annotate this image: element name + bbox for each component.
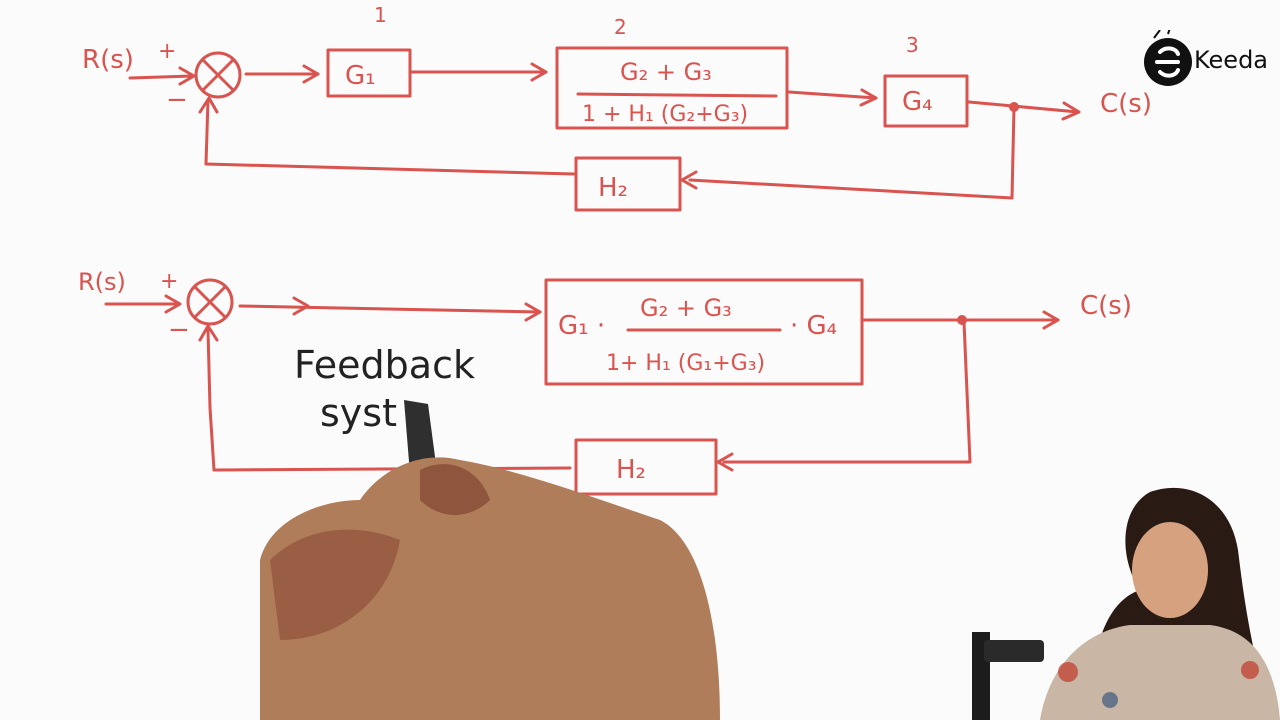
top-g4-block xyxy=(883,74,969,128)
top-feedback-arrowhead xyxy=(680,170,698,190)
handwritten-note: Feedback syst xyxy=(294,343,475,435)
presenter-illustration xyxy=(972,487,1280,720)
note-line-1: Feedback xyxy=(294,343,475,387)
top-h2-label: H₂ xyxy=(598,173,628,203)
top-block-number-1: 1 xyxy=(374,3,387,27)
top-plus-sign: + xyxy=(158,39,176,64)
ekeeda-logo-icon xyxy=(1144,27,1192,86)
hand-icon xyxy=(260,457,720,720)
bottom-denominator: 1+ H₁ (G₁+G₃) xyxy=(606,351,765,376)
bottom-forward-arrowhead-2 xyxy=(524,302,542,322)
top-arrowhead-g4 xyxy=(859,88,878,107)
bottom-forward-line xyxy=(238,304,542,314)
bottom-feedback-arrowhead xyxy=(716,452,734,472)
ekeeda-logo: Keeda xyxy=(1140,27,1272,92)
bottom-combined-block xyxy=(544,278,864,386)
top-g1-block xyxy=(326,48,412,98)
top-block2-fraction-bar xyxy=(576,92,778,98)
top-output-arrowhead xyxy=(1061,101,1081,121)
logo-text: Keeda xyxy=(1194,46,1269,74)
bottom-input-label: R(s) xyxy=(78,268,126,296)
bottom-lead-term: G₁ · xyxy=(558,311,605,341)
bottom-h2-label: H₂ xyxy=(616,455,646,485)
bottom-numerator: G₂ + G₃ xyxy=(640,294,732,322)
bottom-forward-arrowhead-1 xyxy=(292,296,310,316)
top-block-number-2: 2 xyxy=(614,15,627,39)
top-summing-junction xyxy=(194,51,242,99)
bottom-input-arrowhead xyxy=(164,294,182,314)
bottom-trail-term: · G₄ xyxy=(790,311,837,341)
top-output-line xyxy=(967,100,1080,114)
microphone-icon xyxy=(984,640,1044,662)
top-input-arrowhead xyxy=(178,66,196,86)
top-feedback-arrowhead-up xyxy=(198,96,219,114)
top-block2-denominator: 1 + H₁ (G₂+G₃) xyxy=(582,102,748,127)
top-input-line xyxy=(128,74,194,80)
top-block-number-3: 3 xyxy=(906,33,919,57)
bottom-diagram: R(s) + − G₁ · G₂ + G₃ 1+ H₁ (G₁+G₃) · G₄… xyxy=(78,268,1132,496)
top-diagram: R(s) + − 1 2 3 G₁ G₂ + G₃ 1 + H₁ (G₂+G₃)… xyxy=(82,3,1152,212)
bottom-summing-junction xyxy=(186,278,234,326)
bottom-minus-sign: − xyxy=(168,315,190,345)
top-feedback-line-left xyxy=(204,98,576,176)
top-feedback-line-right xyxy=(688,105,1016,200)
top-arrowhead-g1 xyxy=(302,64,320,84)
top-block2-numerator: G₂ + G₃ xyxy=(620,58,712,86)
note-line-2: syst xyxy=(320,391,397,435)
top-block2 xyxy=(555,46,789,130)
bottom-output-label: C(s) xyxy=(1080,291,1132,321)
hand-with-marker-illustration xyxy=(260,400,720,720)
bottom-feedback-line-right xyxy=(722,320,972,464)
top-line-to-g4 xyxy=(787,90,878,100)
top-output-label: C(s) xyxy=(1100,89,1152,119)
top-h2-block xyxy=(574,156,682,212)
top-minus-sign: − xyxy=(166,85,188,115)
bottom-output-arrowhead xyxy=(1042,310,1060,330)
top-arrowhead-block2 xyxy=(530,62,548,82)
bottom-feedback-line-left xyxy=(206,328,572,472)
top-g4-label: G₄ xyxy=(902,87,933,117)
presenter-face xyxy=(1132,522,1208,618)
bottom-plus-sign: + xyxy=(160,269,178,294)
top-g1-label: G₁ xyxy=(345,61,376,91)
bottom-feedback-arrowhead-up xyxy=(198,324,219,342)
top-input-label: R(s) xyxy=(82,45,134,75)
presenter-top xyxy=(1040,625,1280,720)
bottom-h2-block xyxy=(574,438,718,496)
